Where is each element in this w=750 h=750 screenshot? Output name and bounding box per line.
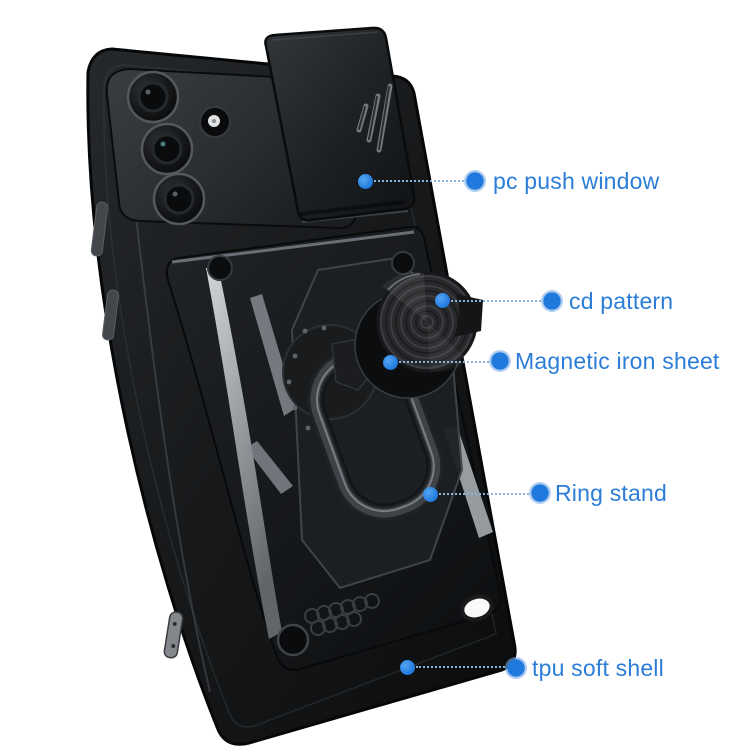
- callout-label-dot: [541, 290, 563, 312]
- callout-label-dot: [489, 350, 511, 372]
- plate-top-bevel: [171, 230, 415, 264]
- flash-led: [199, 106, 231, 138]
- callout-label-dot: [464, 170, 486, 192]
- callout-line: [374, 180, 464, 182]
- callout-label-dot: [505, 657, 527, 679]
- power-button: [102, 289, 119, 341]
- push-window-slots: [356, 83, 393, 153]
- callout-anchor-dot: [423, 487, 438, 502]
- callout-anchor-dot: [400, 660, 415, 675]
- callout-line: [416, 666, 505, 668]
- callout-label: pc push window: [493, 168, 660, 194]
- plate-accent-stripe: [206, 266, 282, 639]
- cd-pattern-disc: [376, 271, 483, 373]
- corner-hole-bottom-left: [276, 623, 310, 657]
- grip-texture: [304, 593, 380, 636]
- callout-label-dot: [529, 482, 551, 504]
- callout-label: tpu soft shell: [532, 655, 664, 681]
- disc-notch: [454, 294, 483, 337]
- callout-anchor-dot: [435, 293, 450, 308]
- corner-hole-top-right: [391, 251, 415, 275]
- camera-lens-3: [152, 172, 206, 226]
- camera-lens-2: [140, 122, 194, 176]
- callout-line: [439, 493, 529, 495]
- callout-line: [399, 361, 489, 363]
- camera-lens-1: [126, 70, 180, 124]
- port-notch: [163, 611, 184, 659]
- callout-anchor-dot: [358, 174, 373, 189]
- volume-button: [90, 201, 109, 257]
- callout-line: [451, 300, 541, 302]
- callout-anchor-dot: [383, 355, 398, 370]
- callout-label: cd pattern: [569, 288, 674, 314]
- callout-label: Ring stand: [555, 480, 667, 506]
- lanyard-hole: [460, 594, 494, 622]
- corner-hole-top-left: [207, 255, 233, 281]
- callout-label: Magnetic iron sheet: [515, 348, 720, 374]
- push-window-cover: [264, 26, 416, 222]
- side-buttons: [90, 201, 119, 341]
